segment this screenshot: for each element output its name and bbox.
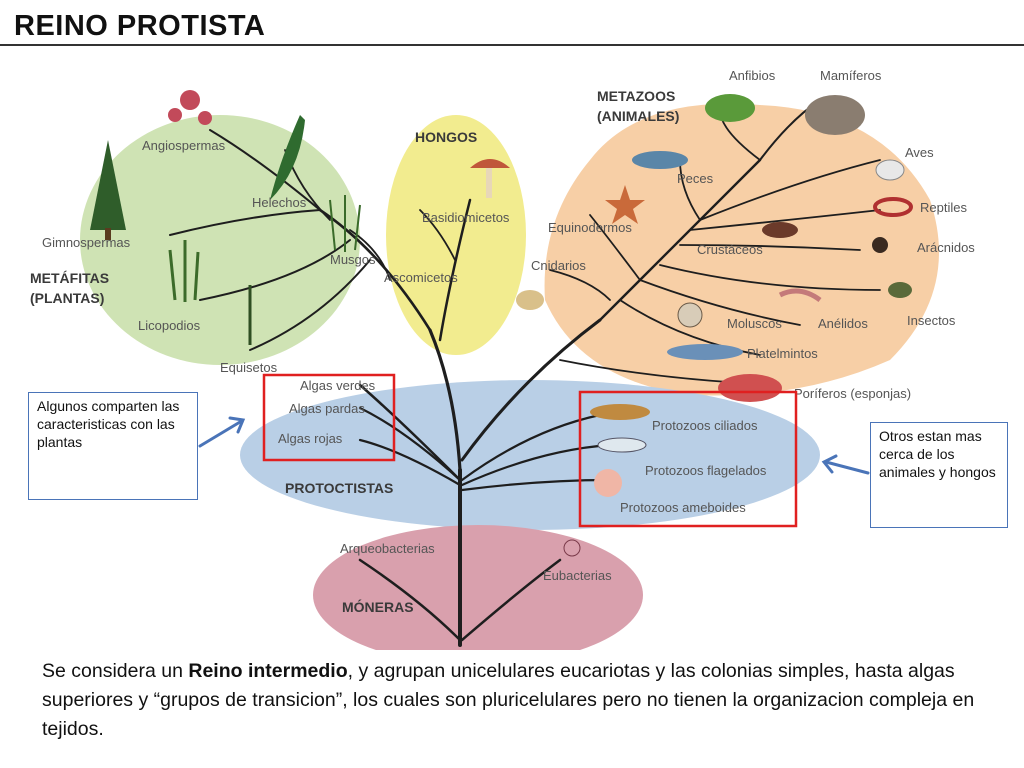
label-licopodios: Licopodios <box>138 318 201 333</box>
description-bold-term: Reino intermedio <box>188 660 348 682</box>
tree-icon <box>90 140 126 230</box>
label-algas-pardas: Algas pardas <box>289 401 365 416</box>
title-divider <box>0 44 1024 46</box>
worm-icon <box>778 288 822 303</box>
label-reptiles: Reptiles <box>920 200 967 215</box>
label-aves: Aves <box>905 145 934 160</box>
label-aracnidos: Arácnidos <box>917 240 975 255</box>
description-paragraph: Se considera un Reino intermedio, y agru… <box>42 657 992 744</box>
starfish-icon <box>605 185 645 224</box>
frog-icon <box>705 94 755 122</box>
plants-region <box>80 115 360 365</box>
amoeba-icon <box>594 469 622 497</box>
description-part-1: Se considera un <box>42 660 189 682</box>
highlight-box-algae <box>262 373 396 462</box>
description-part-2: , y agrupan unicelulares eucariotas y la… <box>42 660 975 740</box>
spider-icon <box>872 237 888 253</box>
group-label-hongos: HONGOS <box>415 129 477 145</box>
label-insectos: Insectos <box>907 313 956 328</box>
label-musgos: Musgos <box>330 252 376 267</box>
sponge-icon <box>718 374 782 402</box>
insect-icon <box>888 282 912 298</box>
anemone-icon <box>516 290 544 310</box>
organism-illustrations <box>90 90 913 557</box>
arrow-right-icon <box>821 454 870 475</box>
fern-icon <box>270 115 305 200</box>
label-protozoos-ciliados: Protozoos ciliados <box>652 418 758 433</box>
label-algas-rojas: Algas rojas <box>278 431 343 446</box>
label-helechos: Helechos <box>252 195 307 210</box>
label-protozoos-flagelados: Protozoos flagelados <box>645 463 767 478</box>
group-label-moneras: MÓNERAS <box>342 598 414 615</box>
label-algas-verdes: Algas verdes <box>300 378 376 393</box>
highlight-box-protozoa <box>578 390 798 528</box>
label-crustaceos: Crustáceos <box>697 242 763 257</box>
label-equisetos: Equisetos <box>220 360 278 375</box>
label-eubacterias: Eubacterias <box>543 568 612 583</box>
label-peces: Peces <box>677 171 714 186</box>
snake-icon <box>873 197 913 217</box>
flatworm-icon <box>667 344 743 360</box>
group-label-animales: (ANIMALES) <box>597 108 679 124</box>
label-moluscos: Moluscos <box>727 316 782 331</box>
bacteria-icon <box>563 539 581 557</box>
snail-icon <box>677 302 703 328</box>
mushroom-icon <box>470 159 510 168</box>
group-label-metafitas: METÁFITAS <box>30 270 109 286</box>
lobster-icon <box>762 222 798 238</box>
label-ascomicetos: Ascomicetos <box>384 270 458 285</box>
note-animals-fungi-similarity: Otros estan mas cerca de los animales y … <box>870 422 1008 528</box>
label-equinodermos: Equinodermos <box>548 220 632 235</box>
ciliate-icon <box>590 404 650 420</box>
fish-icon <box>632 151 688 169</box>
label-poriferos: Poríferos (esponjas) <box>794 386 911 401</box>
lycopod-icon <box>168 240 200 302</box>
group-label-metazoos: METAZOOS <box>597 88 675 104</box>
fungi-region <box>386 115 526 355</box>
label-arqueobacterias: Arqueobacterias <box>340 541 435 556</box>
label-gimnospermas: Gimnospermas <box>42 235 131 250</box>
arrow-left-icon <box>198 416 246 448</box>
label-anelidos: Anélidos <box>818 316 868 331</box>
tree-of-life-diagram: METÁFITAS (PLANTAS) HONGOS METAZOOS (ANI… <box>30 68 975 650</box>
label-cnidarios: Cnidarios <box>531 258 586 273</box>
label-angiospermas: Angiospermas <box>142 138 226 153</box>
label-platelmintos: Platelmintos <box>747 346 818 361</box>
group-label-plantas: (PLANTAS) <box>30 290 104 306</box>
label-basidiomicetos: Basidiomicetos <box>422 210 510 225</box>
monera-region <box>313 525 643 650</box>
label-mamiferos: Mamíferos <box>820 68 882 83</box>
elephant-icon <box>805 95 865 135</box>
protoctista-region <box>240 380 820 530</box>
animals-region <box>544 103 939 396</box>
flower-icon <box>180 90 200 110</box>
flagellate-icon <box>597 437 647 453</box>
label-protozoos-ameboides: Protozoos ameboides <box>620 500 746 515</box>
page-title: REINO PROTISTA <box>14 10 266 42</box>
moss-icon <box>329 195 361 252</box>
note-plants-similarity: Algunos comparten las caracteristicas co… <box>28 392 198 500</box>
bird-icon <box>875 159 905 181</box>
label-anfibios: Anfibios <box>729 68 776 83</box>
group-label-protoctistas: PROTOCTISTAS <box>285 480 393 496</box>
